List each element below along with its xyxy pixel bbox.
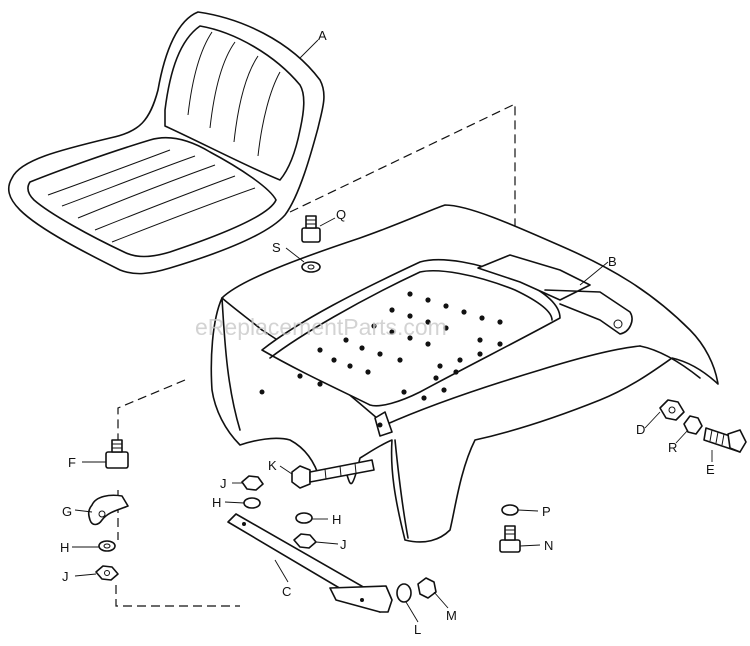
mounting-hole [331,357,337,363]
mounting-hole [407,291,413,297]
callout-h-center: H [332,512,341,527]
callout-g: G [62,504,72,519]
mounting-holes [297,291,503,401]
mounting-hole [365,369,371,375]
callout-q: Q [336,207,346,222]
nut-m [417,577,437,599]
fender-platform [210,204,719,543]
callout-n: N [544,538,553,553]
mounting-hole [421,395,427,401]
mounting-hole [443,325,449,331]
mounting-hole [479,315,485,321]
callout-s: S [272,240,281,255]
mounting-hole [441,387,447,393]
stud-q [301,215,321,243]
callout-p: P [542,504,551,519]
callout-l: L [414,622,421,637]
nut-d [659,399,685,421]
callout-h-left: H [60,540,69,555]
mounting-hole [377,351,383,357]
mounting-hole [347,363,353,369]
bolt-k [291,459,375,489]
callout-j-center: J [340,537,347,552]
mounting-hole [443,303,449,309]
callout-b: B [608,254,617,269]
callout-j-upper: J [220,476,227,491]
callout-h-upper: H [212,495,221,510]
nut-j-left [95,565,119,581]
mounting-hole [425,319,431,325]
washer-p [501,504,519,516]
callout-labels: A B C D E F G H J J H K H J L M N P Q R … [60,28,715,637]
nut-j-center [293,533,317,549]
callout-a: A [318,28,327,43]
mounting-hole [317,347,323,353]
mounting-hole [477,351,483,357]
callout-j-left: J [62,569,69,584]
washer-h-left [98,540,116,552]
callout-r: R [668,440,677,455]
mounting-hole [425,297,431,303]
mounting-hole [389,329,395,335]
mounting-hole [461,309,467,315]
strap-c [227,513,393,613]
callout-m: M [446,608,457,623]
mounting-hole [401,389,407,395]
mounting-hole [457,357,463,363]
mounting-hole [453,369,459,375]
seat [7,11,325,275]
washer-h-center [295,512,313,524]
mounting-hole [297,373,303,379]
mounting-hole [407,313,413,319]
watermark: eReplacementParts.com [195,314,447,340]
washer-s [301,261,321,273]
callout-e: E [706,462,715,477]
washer-l [396,583,412,603]
clip-g [87,494,129,526]
mounting-hole [317,381,323,387]
mounting-hole [497,319,503,325]
callout-f: F [68,455,76,470]
mounting-hole [371,323,377,329]
callout-c: C [282,584,291,599]
mounting-hole [497,341,503,347]
mounting-hole [397,357,403,363]
callout-d: D [636,422,645,437]
bolt-n [499,525,521,553]
nut-j-upper [241,475,264,491]
bolt-e [703,427,747,453]
hardware [87,215,747,613]
mounting-hole [477,337,483,343]
washer-r [683,415,703,435]
mounting-hole [389,307,395,313]
mounting-hole [437,363,443,369]
stud-f [105,439,129,469]
mounting-hole [359,345,365,351]
callout-k: K [268,458,277,473]
mounting-hole [407,335,413,341]
mounting-hole [343,337,349,343]
washer-h-upper [243,497,261,509]
leader-lines [72,39,713,623]
mounting-hole [433,375,439,381]
mounting-hole [425,341,431,347]
